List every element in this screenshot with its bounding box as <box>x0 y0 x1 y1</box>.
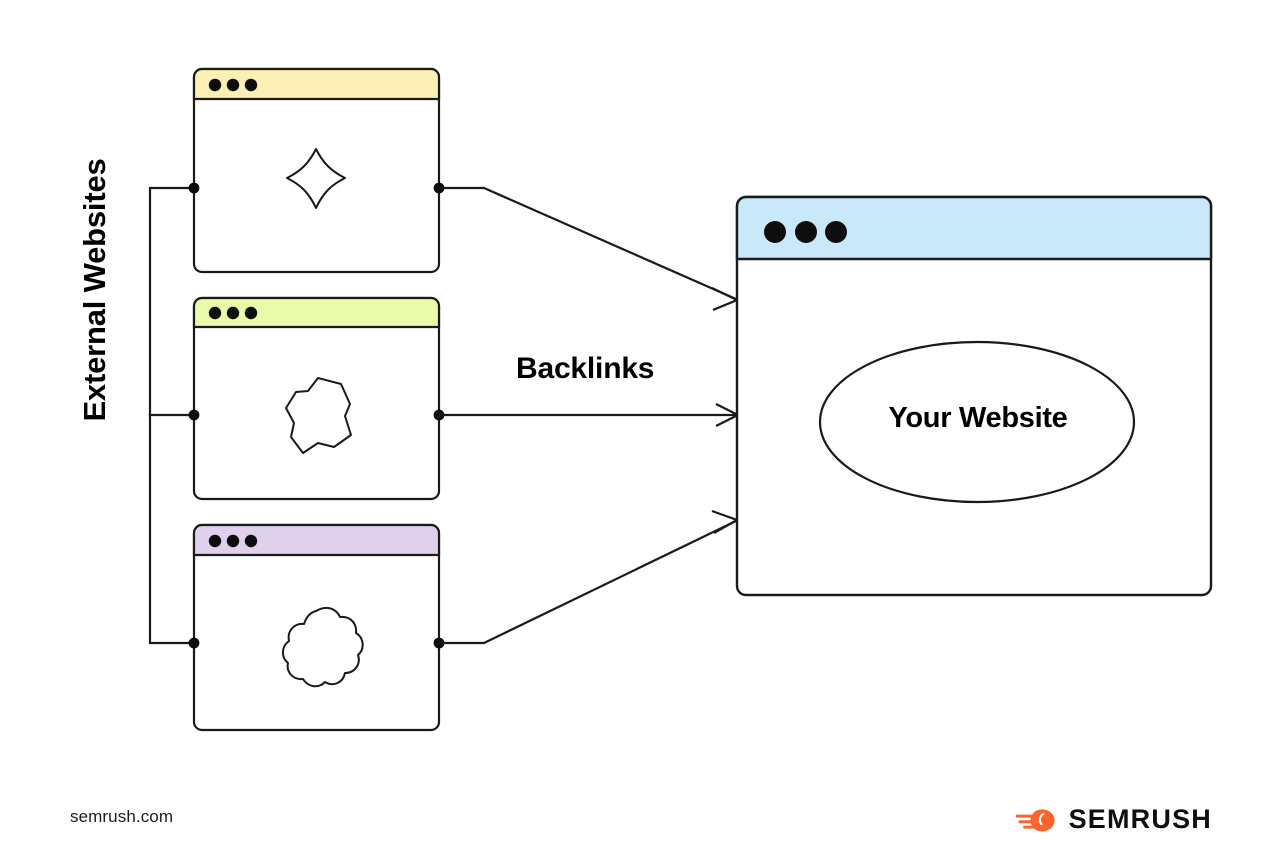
connector-dot-left-3 <box>188 637 200 649</box>
window-titlebar <box>735 195 1213 261</box>
your-website-ellipse <box>818 340 1136 504</box>
backlink-arrow-3 <box>439 520 737 645</box>
window-titlebar <box>192 296 441 329</box>
window-dot-2 <box>226 534 240 548</box>
seven-point-blob-icon <box>285 377 352 454</box>
semrush-wordmark: SEMRUSH <box>1068 804 1212 834</box>
window-dot-1 <box>208 306 222 320</box>
window-dots <box>764 221 847 243</box>
window-frame <box>192 296 441 501</box>
comet-swoosh <box>1038 812 1045 825</box>
footer-source-url: semrush.com <box>70 807 174 826</box>
external-websites-bracket <box>148 186 196 645</box>
backlink-arrows <box>439 186 741 645</box>
your-website-label: Your Website <box>888 402 1068 434</box>
external-website-window-3[interactable] <box>188 523 445 732</box>
semrush-branding: SEMRUSH <box>1015 804 1212 835</box>
backlinks-label: Backlinks <box>516 352 655 385</box>
window-dot-2 <box>226 306 240 320</box>
window-dot-2 <box>795 221 817 243</box>
window-dots <box>208 78 258 92</box>
connector-dot-left-1 <box>188 182 200 194</box>
backlink-arrow-1 <box>439 186 737 301</box>
window-titlebar <box>192 67 441 101</box>
window-dot-1 <box>764 221 786 243</box>
window-dot-3 <box>244 78 258 92</box>
semrush-comet-logo-icon <box>1015 808 1055 831</box>
diamond-blob-icon <box>286 148 346 209</box>
window-dots <box>208 534 258 548</box>
window-titlebar <box>192 523 441 557</box>
window-dot-2 <box>226 78 240 92</box>
external-website-window-2[interactable] <box>188 296 445 501</box>
your-website-window[interactable] <box>735 195 1213 597</box>
window-dot-3 <box>244 534 258 548</box>
window-dot-1 <box>208 78 222 92</box>
window-dots <box>208 306 258 320</box>
window-dot-1 <box>208 534 222 548</box>
backlink-arrow-1-head <box>711 287 740 312</box>
eight-lobe-scallop-icon <box>281 606 364 688</box>
external-website-window-1[interactable] <box>188 67 445 274</box>
window-dot-3 <box>244 306 258 320</box>
connector-dot-left-2 <box>188 409 200 421</box>
external-websites-label: External Websites <box>77 158 112 422</box>
window-dot-3 <box>825 221 847 243</box>
